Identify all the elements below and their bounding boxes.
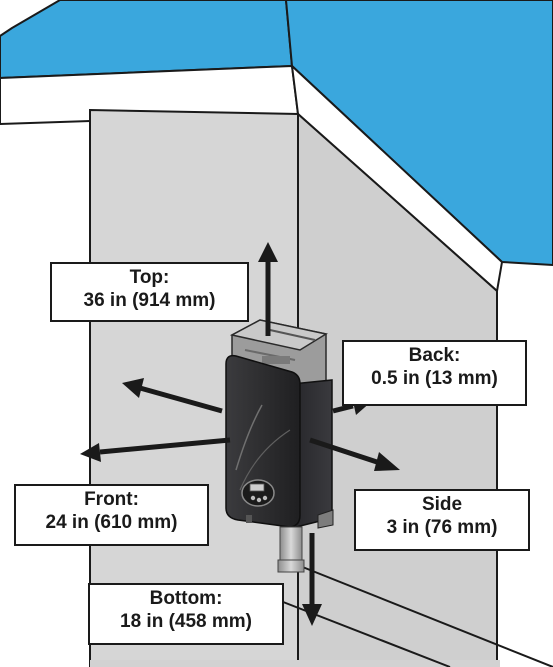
top-clearance-value: 36 in (914 mm) <box>83 290 216 311</box>
arrow-front <box>99 437 231 455</box>
side-clearance-value: 3 in (76 mm) <box>386 517 498 538</box>
back-clearance-value: 0.5 in (13 mm) <box>371 368 498 389</box>
back-clearance-label: Back: 0.5 in (13 mm) <box>342 340 527 406</box>
unit-front-panel <box>225 354 301 528</box>
arrow-back <box>332 403 354 414</box>
arrow-side <box>309 437 381 466</box>
clearance-arrows <box>80 242 400 626</box>
control-panel <box>241 479 275 507</box>
side-clearance-title: Side <box>421 494 463 515</box>
side-clearance-label: Side 3 in (76 mm) <box>354 489 530 551</box>
floor-edge <box>284 559 553 667</box>
ceiling-left <box>0 0 294 80</box>
front-clearance-title: Front: <box>84 489 139 510</box>
back-clearance-title: Back: <box>408 345 461 366</box>
arrow-back-left <box>139 385 223 414</box>
ceiling-right <box>284 0 553 267</box>
bottom-clearance-label: Bottom: 18 in (458 mm) <box>88 583 284 645</box>
bottom-clearance-title: Bottom: <box>149 588 223 609</box>
top-clearance-title: Top: <box>129 267 170 288</box>
top-clearance-label: Top: 36 in (914 mm) <box>50 262 249 322</box>
bottom-clearance-value: 18 in (458 mm) <box>120 611 252 632</box>
water-heater-unit <box>225 319 334 573</box>
front-clearance-value: 24 in (610 mm) <box>45 512 178 533</box>
front-clearance-label: Front: 24 in (610 mm) <box>14 484 209 546</box>
